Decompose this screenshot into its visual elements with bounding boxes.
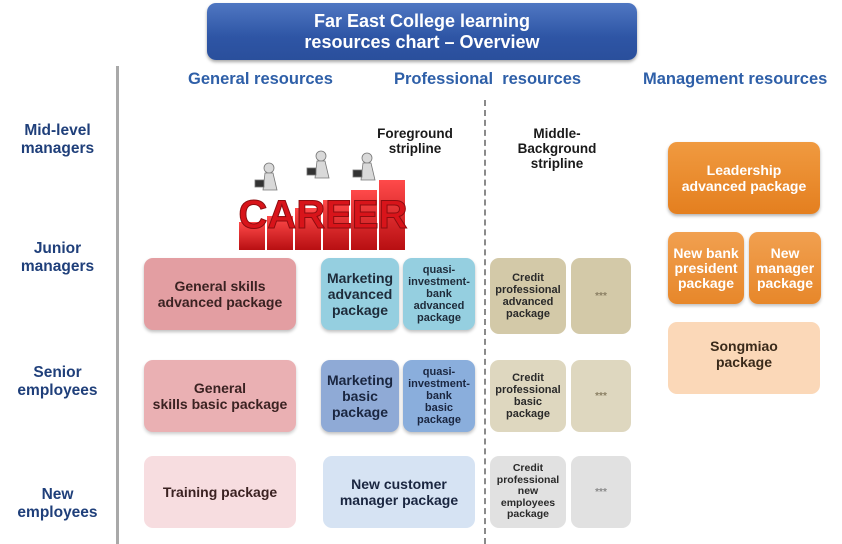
stripline-divider — [484, 100, 486, 544]
column-header-management: Management resources — [643, 70, 828, 88]
column-header-general: General resources — [188, 70, 333, 88]
title-line-1: Far East College learning — [313, 10, 531, 31]
more-packages-basic-box[interactable]: *** — [571, 360, 631, 432]
career-illustration: CAREER — [238, 150, 408, 250]
more-packages-advanced-box[interactable]: *** — [571, 258, 631, 334]
more-packages-new-box[interactable]: *** — [571, 456, 631, 528]
row-axis-line — [116, 66, 119, 544]
title-banner: Far East College learning resources char… — [207, 3, 637, 60]
column-header-professional: Professional resources — [394, 70, 582, 88]
training-package-box[interactable]: Training package — [144, 456, 296, 528]
career-word: CAREER — [239, 193, 408, 237]
title-line-2: resources chart – Overview — [304, 31, 540, 52]
